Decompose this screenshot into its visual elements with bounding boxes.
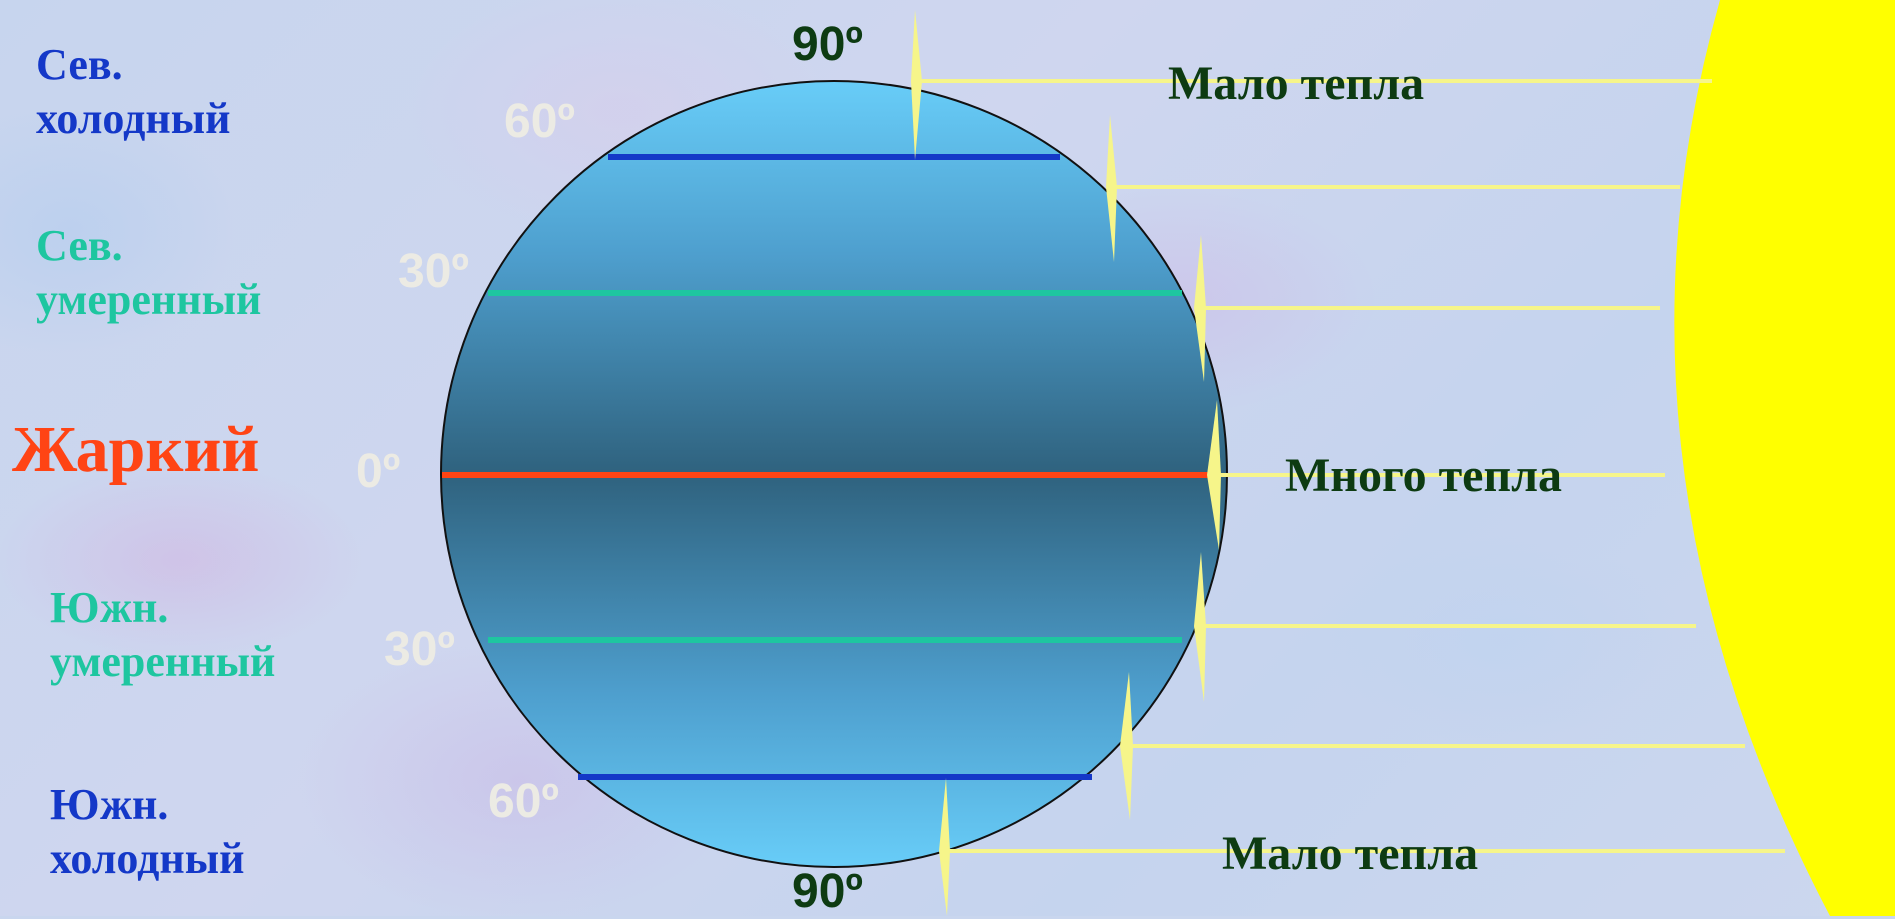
sun-ray-arrowhead [1106, 115, 1117, 262]
zone-label-line: холодный [36, 93, 231, 143]
latitude-label-north-30: 30º [398, 245, 469, 298]
heat-label-top: Мало тепла [1168, 57, 1425, 110]
zone-label-line: умеренный [50, 636, 276, 686]
heat-label-bottom: Мало тепла [1222, 827, 1479, 880]
sun-ray-arrowhead [1194, 552, 1206, 702]
heat-label-middle: Много тепла [1285, 449, 1563, 502]
latitude-label-equator: 0º [356, 445, 401, 498]
south-cold-zone-label: Южн. холодный [50, 778, 244, 885]
sun-ray-arrowhead [939, 778, 950, 916]
sun-ray-arrowhead [1207, 400, 1221, 550]
sun-ray-arrowhead [1120, 672, 1133, 820]
sun-ray-arrowhead [1194, 235, 1206, 382]
zone-label-line: Сев. [36, 221, 123, 270]
zone-label-line: Южн. [50, 583, 169, 632]
sun [1674, 0, 1895, 916]
latitude-label-south-30: 30º [384, 623, 455, 676]
latitude-label-south-60: 60º [488, 775, 559, 828]
zone-label-line: холодный [50, 833, 245, 883]
latitude-label-south-pole: 90º [792, 865, 863, 918]
zone-label-line: Жаркий [12, 413, 260, 486]
hot-zone-label: Жаркий [12, 410, 259, 491]
north-cold-zone-label: Сев. холодный [36, 38, 230, 145]
south-temperate-zone-label: Южн. умеренный [50, 581, 275, 688]
zone-label-line: умеренный [36, 274, 262, 324]
zone-label-line: Южн. [50, 780, 169, 829]
latitude-label-north-pole: 90º [792, 18, 863, 71]
north-temperate-zone-label: Сев. умеренный [36, 219, 261, 326]
latitude-label-north-60: 60º [504, 95, 575, 148]
sun-rays [915, 79, 1785, 853]
sun-ray-arrowhead [911, 10, 922, 160]
zone-label-line: Сев. [36, 40, 123, 89]
